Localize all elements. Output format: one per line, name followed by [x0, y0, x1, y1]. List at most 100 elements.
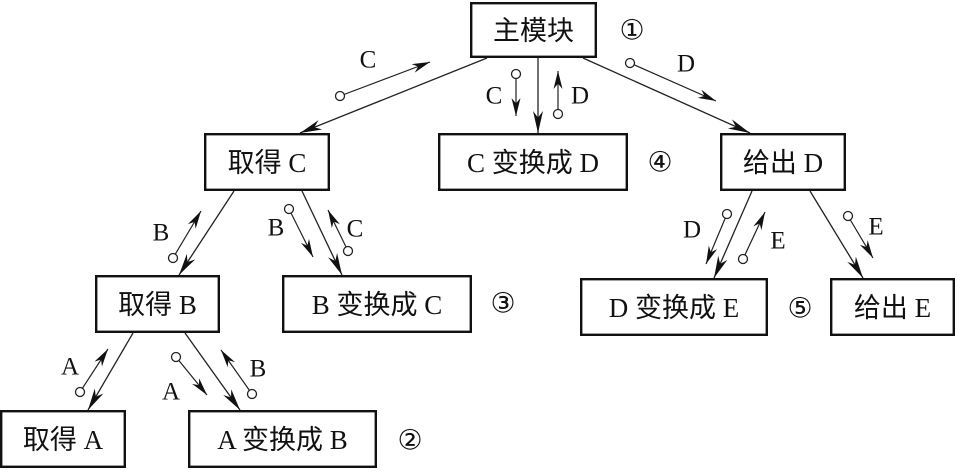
data-couple-tail-circle-icon	[170, 351, 182, 363]
module-label: D 变换成 E	[609, 293, 740, 323]
data-couple-tail-circle-icon	[552, 108, 564, 120]
module-putD: 给出 D	[720, 132, 847, 191]
data-couple-label: C	[360, 47, 377, 74]
module-box	[438, 132, 629, 191]
module-box	[94, 275, 220, 334]
module-getC: 取得 C	[203, 132, 330, 191]
call-arrow-head-icon	[223, 389, 240, 410]
data-couple-label: A	[61, 354, 79, 381]
data-couple-line	[339, 61, 431, 97]
data-couple-C: C	[327, 209, 363, 257]
module-box	[470, 2, 598, 58]
data-couple-D: D	[552, 71, 589, 120]
data-couple-tail-circle-icon	[167, 252, 179, 264]
data-couple-tail-circle-icon	[342, 245, 354, 257]
data-couple-arrow-icon	[221, 350, 236, 368]
data-couple-tail-circle-icon	[842, 210, 854, 222]
module-label: B 变换成 C	[312, 290, 443, 320]
data-couple-C: C	[486, 68, 522, 116]
module-label: 取得 A	[23, 425, 104, 455]
call-line	[301, 190, 343, 276]
call-line	[184, 332, 241, 411]
module-label: 给出 D	[743, 148, 823, 178]
call-arrow-head-icon	[179, 253, 196, 275]
data-couple-C: C	[334, 47, 431, 102]
call-line	[178, 190, 235, 276]
module-number-badge: ⑤	[787, 292, 812, 325]
module-box	[203, 132, 330, 191]
call-arrow-head-icon	[88, 388, 104, 410]
data-couple-B: B	[268, 203, 314, 258]
call-arrow-head-icon	[533, 111, 543, 133]
module-box	[282, 275, 473, 334]
data-couple-arrow-icon	[94, 349, 108, 367]
module-number-badge: ①	[619, 14, 644, 47]
data-couple-label: E	[868, 214, 883, 241]
data-couple-tail-circle-icon	[721, 208, 733, 220]
data-couple-A: A	[162, 351, 208, 406]
module-label: A 变换成 B	[217, 425, 348, 455]
call-line	[809, 190, 864, 279]
module-getA: 取得 A	[0, 410, 126, 469]
data-couple-label: D	[571, 83, 589, 110]
call-line	[299, 57, 488, 134]
module-label: 取得 B	[118, 290, 197, 320]
call-connection-main-getC	[299, 57, 488, 134]
data-couple-D: D	[624, 51, 717, 102]
data-couple-tail-circle-icon	[737, 253, 749, 265]
data-couple-label: D	[677, 51, 695, 78]
data-couple-arrow-icon	[753, 212, 765, 231]
data-couple-B: B	[220, 349, 267, 400]
data-couple-label: B	[268, 215, 285, 242]
module-number-badge: ②	[397, 424, 422, 457]
call-connection-getC-convBC	[301, 190, 343, 276]
data-couple-E: E	[842, 210, 884, 259]
module-number-badge: ③	[490, 287, 515, 320]
call-connection-getC-getB	[178, 190, 235, 276]
module-convAB: A 变换成 B ②	[187, 410, 423, 469]
module-putE: 给出 E	[830, 278, 956, 337]
module-label: C 变换成 D	[467, 148, 599, 178]
data-couple-label: E	[770, 228, 785, 255]
module-convBC: B 变换成 C ③	[282, 275, 516, 334]
module-box	[187, 410, 378, 469]
data-couple-tail-circle-icon	[510, 68, 522, 80]
call-connection-putD-convDE	[713, 190, 753, 279]
call-arrow-head-icon	[847, 256, 863, 278]
data-couple-tail-circle-icon	[74, 386, 86, 398]
data-couple-label: A	[162, 379, 180, 406]
call-arrow-head-icon	[714, 255, 728, 278]
data-couple-tail-circle-icon	[624, 57, 636, 69]
data-couple-arrow-icon	[697, 89, 716, 101]
call-connection-main-putD	[582, 57, 751, 134]
module-box	[830, 278, 956, 337]
data-couple-label: B	[250, 356, 267, 383]
module-label: 给出 E	[854, 293, 931, 323]
data-couple-arrow-icon	[411, 62, 430, 73]
data-couple-arrow-icon	[328, 210, 340, 229]
module-main: 主模块 ①	[470, 2, 645, 58]
module-label: 取得 C	[228, 148, 307, 178]
module-getB: 取得 B	[94, 275, 220, 334]
data-couple-label: B	[153, 220, 170, 247]
data-couple-arrow-icon	[859, 240, 873, 258]
data-couple-arrow-icon	[192, 378, 207, 395]
data-couple-arrow-icon	[706, 245, 718, 264]
call-connection-getB-convAB	[184, 332, 241, 411]
data-couple-arrow-icon	[300, 238, 313, 257]
call-line	[582, 57, 751, 134]
data-couple-line	[629, 62, 717, 102]
module-number-badge: ④	[647, 146, 672, 179]
call-arrow-head-icon	[328, 252, 342, 275]
data-couple-arrow-icon	[511, 98, 521, 116]
module-box	[0, 410, 126, 469]
data-couple-arrow-icon	[187, 211, 201, 229]
data-couple-label: C	[486, 83, 503, 110]
call-line	[713, 190, 753, 279]
module-label: 主模块	[493, 16, 574, 46]
data-couple-tail-circle-icon	[246, 388, 258, 400]
call-arrow-head-icon	[300, 120, 323, 133]
module-box	[580, 278, 769, 337]
